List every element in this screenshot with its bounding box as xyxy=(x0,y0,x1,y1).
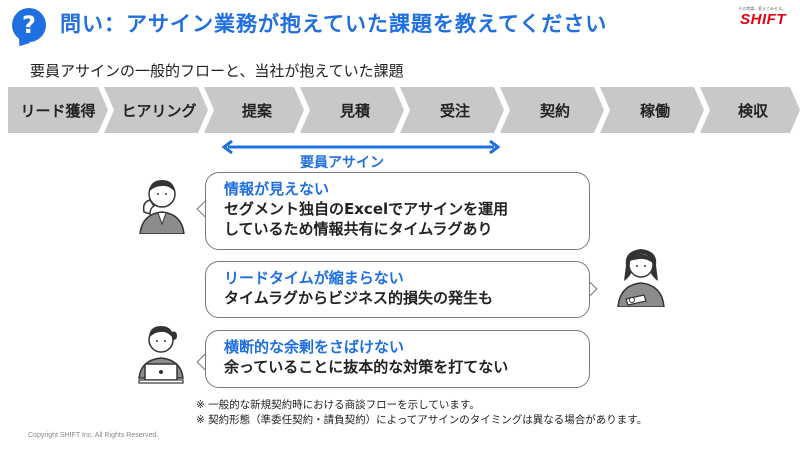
footnotes: ※ 一般的な新規契約時における商談フローを示しています。 ※ 契約形態（準委任契… xyxy=(196,398,647,428)
person-laptop-icon xyxy=(138,326,184,384)
footnote: ※ 契約形態（準委任契約・請負契約）によってアサインのタイミングは異なる場合があ… xyxy=(196,414,648,426)
woman-icon xyxy=(617,249,665,307)
worried-man-icon xyxy=(139,180,185,234)
flow-step-contract: 契約 xyxy=(500,87,604,133)
logo-text: SHIFT xyxy=(740,11,786,28)
slide-subtitle: 要員アサインの一般的フローと、当社が抱えていた課題 xyxy=(30,62,404,80)
issue-text: しているため情報共有にタイムラグあり xyxy=(224,220,493,238)
issue-heading: 横断的な余剰をさばけない xyxy=(224,338,405,356)
issue-bubble-visibility: 情報が見えない セグメント独自のExcelでアサインを運用 しているため情報共有… xyxy=(205,172,590,250)
copyright: Copyright SHIFT Inc, All Rights Reserved… xyxy=(28,432,159,439)
flow-step-order: 受注 xyxy=(400,87,504,133)
flow-step-estimate: 見積 xyxy=(300,87,404,133)
flow-step-hearing: ヒアリング xyxy=(104,87,208,133)
issue-heading: リードタイムが縮まらない xyxy=(224,269,404,287)
footnote: ※ 一般的な新規契約時における商談フローを示しています。 xyxy=(196,399,480,411)
flow-step-acceptance: 検収 xyxy=(700,87,800,133)
flow-step-proposal: 提案 xyxy=(204,87,304,133)
issue-bubble-leadtime: リードタイムが縮まらない タイムラグからビジネス的損失の発生も xyxy=(205,261,590,318)
page-title: 問い：アサイン業務が抱えていた課題を教えてください xyxy=(60,12,608,36)
issue-bubble-surplus: 横断的な余剰をさばけない 余っていることに抜本的な対策を打てない xyxy=(205,330,590,388)
shift-logo: その常識、変えてみせる。 SHIFT xyxy=(722,6,786,28)
issue-text: タイムラグからビジネス的損失の発生も xyxy=(224,289,493,307)
logo-tagline: その常識、変えてみせる。 xyxy=(738,6,786,11)
issue-heading: 情報が見えない xyxy=(224,180,330,198)
question-badge-icon: ? xyxy=(12,8,46,42)
assign-span-label: 要員アサイン xyxy=(300,155,384,171)
flow-step-operation: 稼働 xyxy=(600,87,704,133)
issue-text: 余っていることに抜本的な対策を打てない xyxy=(224,358,509,376)
flow-step-lead: リード獲得 xyxy=(8,87,108,133)
double-arrow-icon xyxy=(221,140,501,154)
process-flow: リード獲得 ヒアリング 提案 見積 受注 契約 稼働 検収 xyxy=(8,87,800,133)
issue-text: セグメント独自のExcelでアサインを運用 xyxy=(224,200,509,218)
